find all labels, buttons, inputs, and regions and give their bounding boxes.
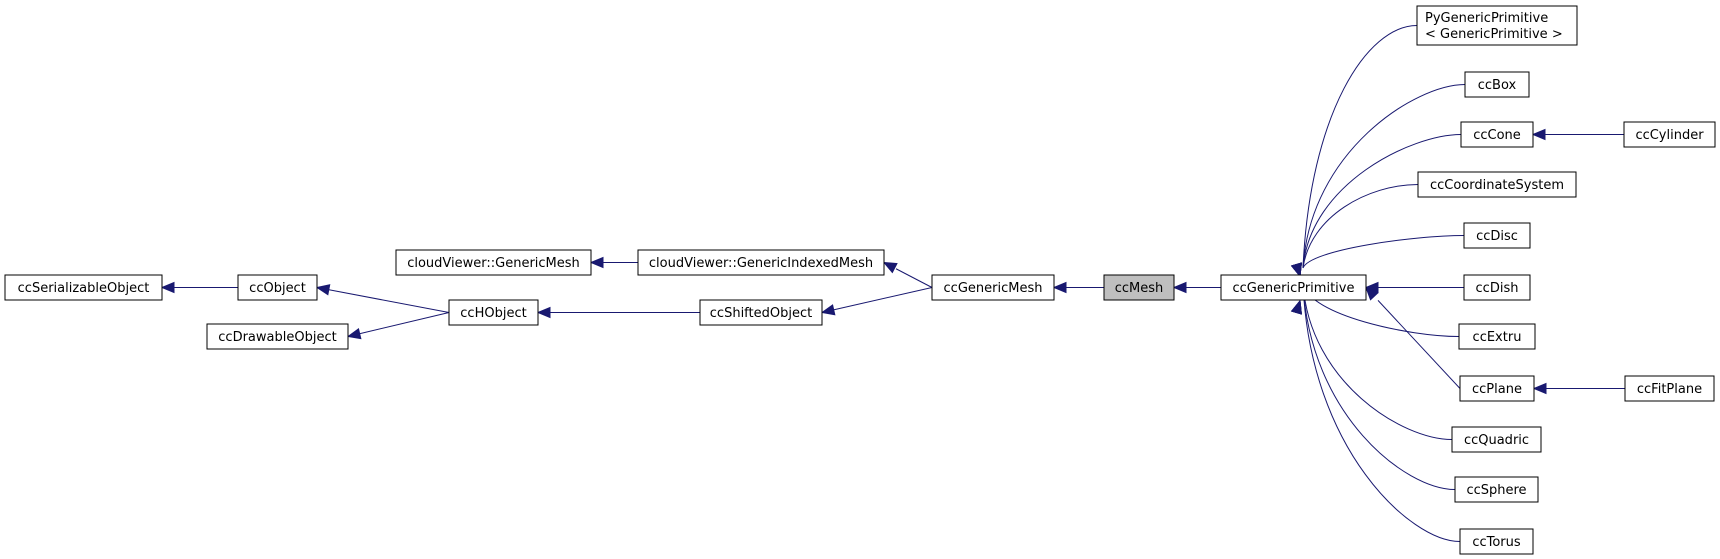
edges-layer <box>160 25 1625 542</box>
arrowhead-icon <box>820 304 836 316</box>
node-ccCone[interactable]: ccCone <box>1460 121 1534 148</box>
node-ccDrawableObject[interactable]: ccDrawableObject <box>206 323 349 350</box>
edge-ccSphere-to-ccGenericPrimitive <box>1290 283 1456 490</box>
edge-ccPlane-to-ccGenericPrimitive <box>1365 286 1461 389</box>
node-ccMesh[interactable]: ccMesh <box>1103 274 1175 301</box>
node-ccExtru[interactable]: ccExtru <box>1458 323 1536 350</box>
node-label: ccSerializableObject <box>18 281 150 296</box>
node-ccCylinder[interactable]: ccCylinder <box>1623 121 1716 148</box>
node-label: cloudViewer::GenericIndexedMesh <box>649 256 873 271</box>
node-label: ccCylinder <box>1635 128 1704 143</box>
edge-line <box>1302 84 1466 269</box>
node-cloudViewer-GenericIndexedMesh[interactable]: cloudViewer::GenericIndexedMesh <box>637 249 885 276</box>
node-label: ccTorus <box>1472 535 1521 550</box>
edge-ccDish-to-ccGenericPrimitive <box>1364 281 1464 294</box>
node-ccSphere[interactable]: ccSphere <box>1454 476 1539 503</box>
edge-ccDisc-to-ccGenericPrimitive <box>1290 235 1465 278</box>
node-ccGenericMesh[interactable]: ccGenericMesh <box>931 274 1055 301</box>
node-label: PyGenericPrimitive <box>1425 11 1548 26</box>
arrowhead-icon <box>160 281 175 294</box>
edge-ccCylinder-to-ccCone <box>1531 128 1624 141</box>
node-label: ccHObject <box>460 306 526 321</box>
edge-line <box>1302 25 1418 269</box>
node-ccFitPlane[interactable]: ccFitPlane <box>1624 375 1715 402</box>
nodes-layer: ccSerializableObject ccObject ccDrawable… <box>4 5 1716 555</box>
edge-line <box>1302 184 1419 269</box>
arrowhead-icon <box>536 306 551 319</box>
edge-line <box>1377 300 1461 389</box>
edge-GenericIndexedMesh-to-GenericMesh <box>589 256 638 269</box>
node-ccCoordinateSystem[interactable]: ccCoordinateSystem <box>1417 171 1577 198</box>
node-cloudViewer-GenericMesh[interactable]: cloudViewer::GenericMesh <box>395 249 592 276</box>
node-ccSerializableObject[interactable]: ccSerializableObject <box>4 274 163 301</box>
edge-line <box>359 312 450 335</box>
node-ccBox[interactable]: ccBox <box>1464 71 1530 98</box>
edge-ccQuadric-to-ccGenericPrimitive <box>1290 283 1453 440</box>
edge-ccHObject-to-ccObject <box>315 284 450 313</box>
node-label: ccDrawableObject <box>218 330 336 345</box>
edge-line <box>895 268 933 288</box>
arrowhead-icon <box>1290 262 1302 278</box>
node-label: ccQuadric <box>1464 433 1529 448</box>
node-label: ccDisc <box>1476 229 1518 244</box>
edge-ccGenericMesh-to-GenericIndexedMesh <box>882 261 933 288</box>
node-label: ccCone <box>1473 128 1521 143</box>
node-ccDisc[interactable]: ccDisc <box>1463 222 1531 249</box>
node-label: ccMesh <box>1115 281 1164 296</box>
node-ccPlane[interactable]: ccPlane <box>1459 375 1535 402</box>
edge-line <box>1302 283 1453 440</box>
arrowhead-icon <box>1052 281 1067 294</box>
node-label: ccShiftedObject <box>710 306 812 321</box>
node-label: ccCoordinateSystem <box>1430 178 1564 193</box>
node-label: ccExtru <box>1473 330 1522 345</box>
node-label: ccPlane <box>1472 382 1522 397</box>
edge-ccGenericMesh-to-ccShiftedObject <box>820 287 933 316</box>
edge-line <box>833 287 933 311</box>
node-PyGenericPrimitive[interactable]: PyGenericPrimitive < GenericPrimitive > <box>1416 5 1578 46</box>
node-ccQuadric[interactable]: ccQuadric <box>1451 426 1542 453</box>
node-ccDish[interactable]: ccDish <box>1463 274 1531 301</box>
node-label: ccGenericPrimitive <box>1233 281 1355 296</box>
edge-ccGenericPrimitive-to-ccMesh <box>1172 281 1221 294</box>
edge-ccCoordinateSystem-to-ccGenericPrimitive <box>1290 184 1419 278</box>
arrowhead-icon <box>1532 382 1547 395</box>
edge-line <box>1302 283 1461 542</box>
node-ccTorus[interactable]: ccTorus <box>1459 528 1534 555</box>
edge-line <box>1302 134 1462 269</box>
arrowhead-icon <box>1290 299 1302 315</box>
node-label: ccGenericMesh <box>944 281 1043 296</box>
edge-ccShiftedObject-to-ccHObject <box>536 306 700 319</box>
edge-ccHObject-to-ccDrawableObject <box>346 312 450 340</box>
arrowhead-icon <box>882 261 898 274</box>
arrowhead-icon <box>315 284 331 296</box>
arrowhead-icon <box>1365 286 1379 301</box>
node-ccGenericPrimitive[interactable]: ccGenericPrimitive <box>1220 274 1367 301</box>
arrowhead-icon <box>1531 128 1546 141</box>
arrowhead-icon <box>1172 281 1187 294</box>
arrowhead-icon <box>346 328 362 340</box>
edge-line <box>1302 283 1456 490</box>
edge-ccMesh-to-ccGenericMesh <box>1052 281 1104 294</box>
node-ccHObject[interactable]: ccHObject <box>448 299 539 326</box>
node-label: ccSphere <box>1466 483 1526 498</box>
node-label: ccObject <box>249 281 306 296</box>
arrowhead-icon <box>589 256 604 269</box>
edge-ccObject-to-ccSerializableObject <box>160 281 238 294</box>
node-label-line2: < GenericPrimitive > <box>1425 27 1563 42</box>
node-label: cloudViewer::GenericMesh <box>407 256 580 271</box>
node-ccObject[interactable]: ccObject <box>237 274 318 301</box>
node-ccShiftedObject[interactable]: ccShiftedObject <box>699 299 823 326</box>
node-label: ccDish <box>1476 281 1519 296</box>
edge-line <box>328 289 450 313</box>
edge-ccTorus-to-ccGenericPrimitive <box>1290 283 1461 542</box>
node-label: ccBox <box>1478 78 1517 93</box>
edge-ccFitPlane-to-ccPlane <box>1532 382 1625 395</box>
node-label: ccFitPlane <box>1637 382 1702 397</box>
edge-line <box>1302 235 1465 269</box>
